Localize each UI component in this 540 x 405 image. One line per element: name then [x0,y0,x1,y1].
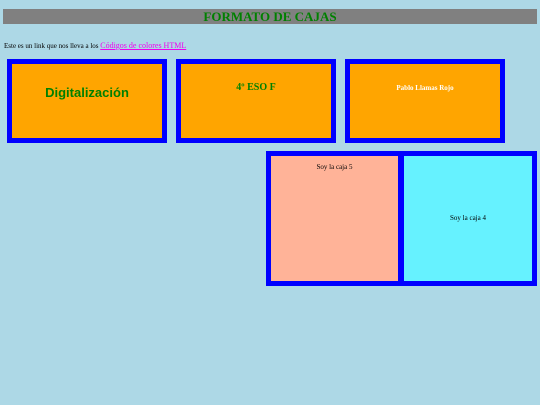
box-2: 4º ESO F [176,59,336,143]
box-1: Digitalización [7,59,167,143]
box-1-label: Digitalización [45,85,129,100]
box-4-label: Soy la caja 4 [450,214,486,222]
color-codes-link[interactable]: Códigos de colores HTML [100,41,187,50]
intro-paragraph: Este es un link que nos lleva a los Códi… [4,41,186,50]
box-2-label: 4º ESO F [236,82,276,93]
box-5-label: Soy la caja 5 [316,163,353,171]
box-3: Pablo Llamas Rojo [345,59,505,143]
intro-text: Este es un link que nos lleva a los [4,42,101,50]
box-5: Soy la caja 5 [266,151,403,286]
box-3-label: Pablo Llamas Rojo [396,84,454,92]
box-4: Soy la caja 4 [399,151,537,286]
page-title: FORMATO DE CAJAS [203,9,337,24]
title-bar: FORMATO DE CAJAS [3,9,537,24]
